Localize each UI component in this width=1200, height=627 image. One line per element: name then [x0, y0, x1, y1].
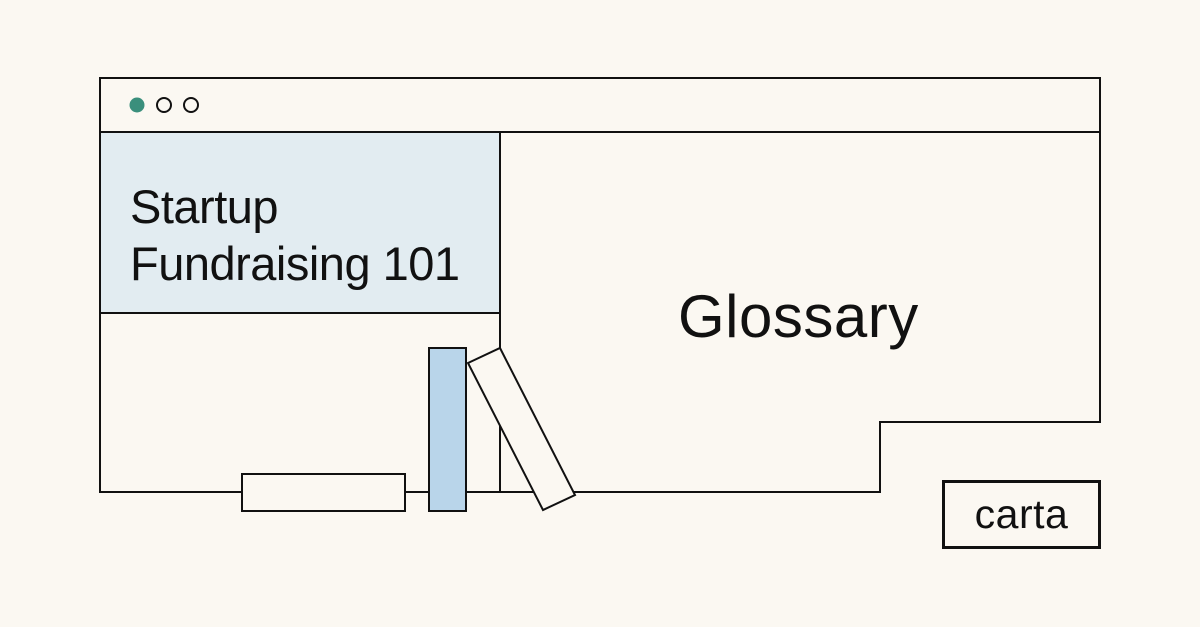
- carta-logo: carta: [942, 480, 1101, 549]
- window-dot-inactive: [156, 97, 172, 113]
- lying-book: [241, 473, 406, 512]
- card-title: Startup Fundraising 101: [130, 178, 460, 292]
- standing-book: [428, 347, 467, 512]
- window-dot-inactive: [183, 97, 199, 113]
- glossary-heading: Glossary: [678, 283, 919, 350]
- browser-title-bar: [99, 77, 1101, 133]
- leaning-book: [466, 346, 577, 512]
- browser-body-outline: [99, 132, 1101, 493]
- logo-text: carta: [974, 491, 1069, 537]
- title-panel: [100, 132, 500, 313]
- card-title-line-1: Startup: [130, 180, 279, 233]
- card-title-line-2: Fundraising 101: [130, 237, 460, 290]
- window-dot-active: [129, 97, 145, 113]
